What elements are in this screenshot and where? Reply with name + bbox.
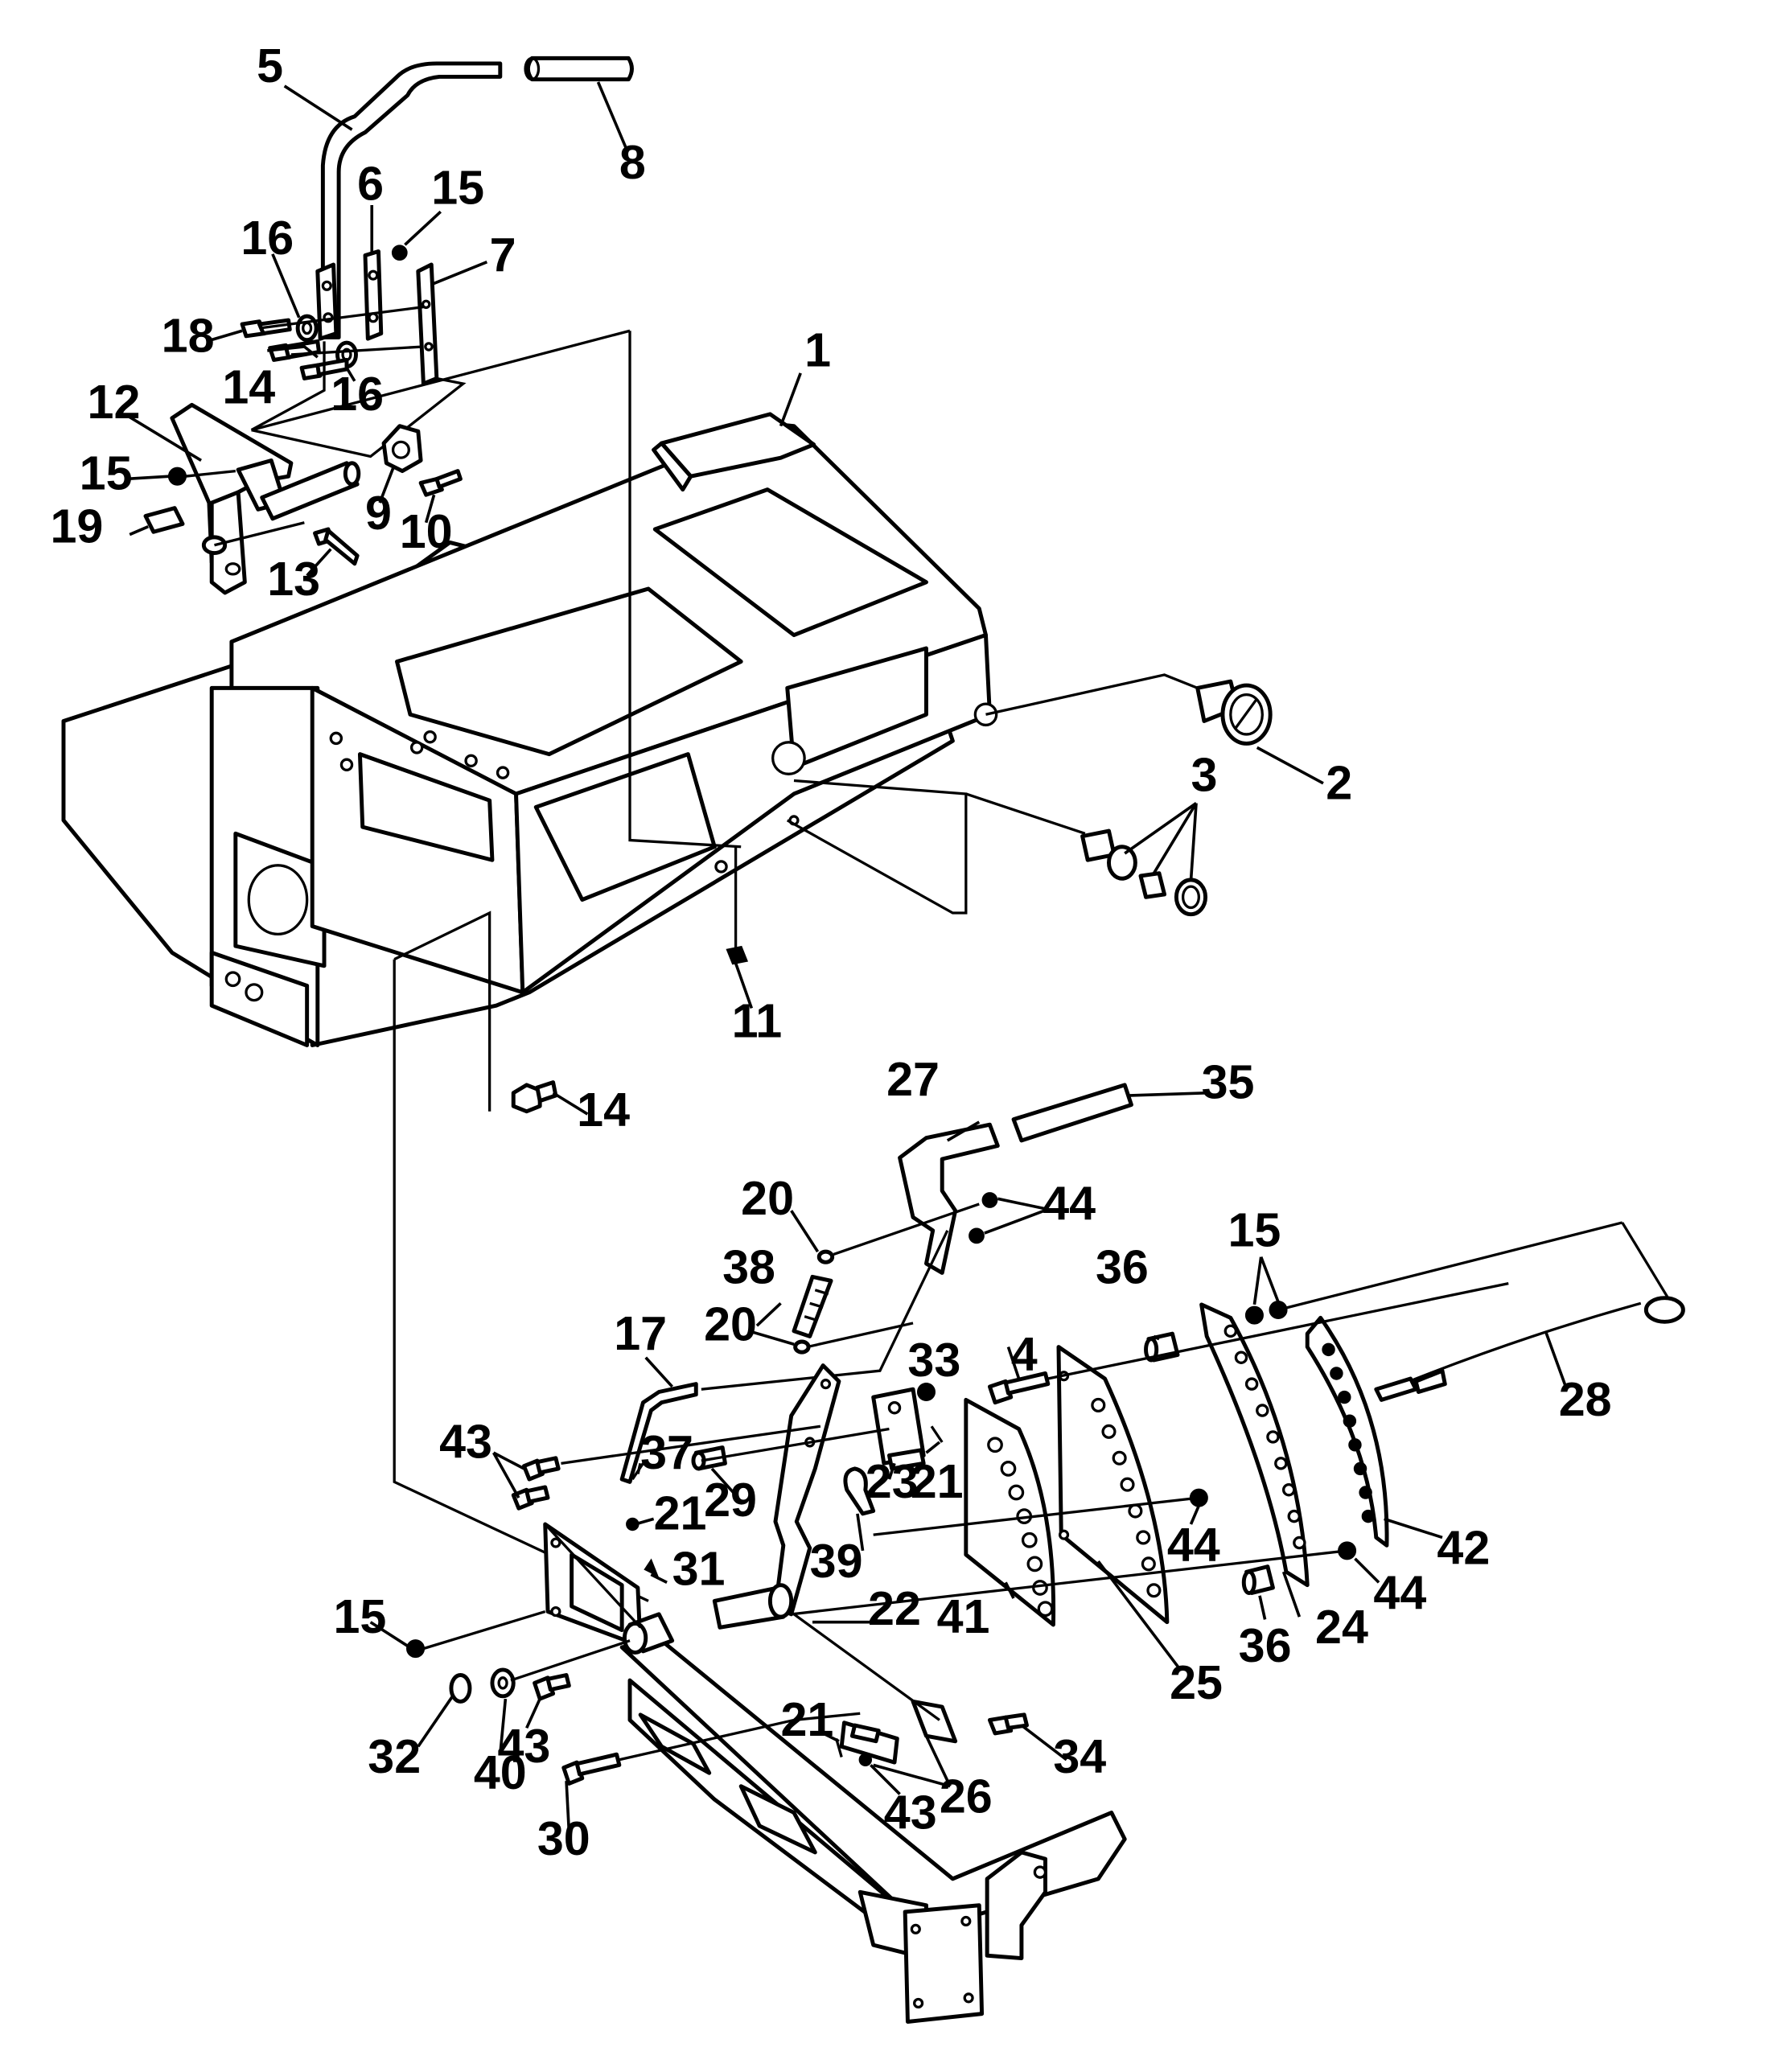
callout-2: 2	[1326, 756, 1352, 810]
callout-10: 10	[400, 504, 453, 558]
callout-13: 13	[267, 552, 320, 606]
callout-34: 34	[1053, 1729, 1106, 1783]
callout-labels: 1 2 3 4 5 6 7 8 9 10 11 12 13 14 14 15 1…	[50, 39, 1611, 1865]
callout-44-plate: 44	[1167, 1518, 1220, 1572]
callout-15-plates: 15	[1228, 1203, 1281, 1257]
plate-42	[1305, 1315, 1389, 1548]
callout-25: 25	[1170, 1655, 1223, 1709]
leader-lines	[125, 81, 1569, 1832]
callout-21-rod: 21	[654, 1486, 707, 1540]
callout-15-left: 15	[80, 446, 133, 500]
callout-20-top: 20	[741, 1171, 794, 1225]
pedal-assembly	[511, 1083, 1133, 1630]
callout-40: 40	[474, 1745, 527, 1799]
callout-8: 8	[619, 135, 646, 189]
callout-38: 38	[722, 1240, 775, 1294]
callout-24: 24	[1315, 1600, 1368, 1654]
callout-27: 27	[886, 1052, 940, 1106]
callout-14-upper: 14	[222, 360, 275, 414]
callout-36-lower: 36	[1239, 1618, 1292, 1672]
handle-assembly	[240, 56, 634, 458]
pivot-assembly	[143, 402, 463, 595]
callout-41: 41	[937, 1589, 990, 1643]
adjustment-plates	[791, 1221, 1685, 1627]
callout-21-lower: 21	[781, 1692, 834, 1746]
main-frame	[61, 329, 1199, 1602]
callout-20-bottom: 20	[704, 1297, 757, 1350]
callout-14-lower: 14	[577, 1083, 630, 1137]
callout-7: 7	[490, 228, 516, 282]
plate-25	[1056, 1345, 1170, 1625]
handle-tube	[320, 61, 503, 339]
callout-43-plate: 43	[884, 1785, 937, 1839]
callout-19: 19	[50, 499, 103, 553]
callout-35: 35	[1202, 1054, 1255, 1108]
callout-4: 4	[1011, 1327, 1038, 1381]
callout-15-top: 15	[431, 160, 484, 214]
callout-31: 31	[672, 1542, 726, 1596]
callout-44-pedal: 44	[1043, 1177, 1096, 1231]
callout-30: 30	[537, 1811, 590, 1865]
callout-26: 26	[940, 1770, 993, 1823]
callout-11: 11	[732, 994, 783, 1048]
callout-22: 22	[868, 1581, 921, 1635]
handle-bracket	[363, 249, 384, 341]
lower-rail	[406, 1522, 1127, 2024]
callout-16-lower: 16	[331, 367, 384, 421]
handle-grip	[525, 56, 634, 82]
callout-28: 28	[1559, 1372, 1612, 1426]
callout-43-upper: 43	[439, 1415, 492, 1469]
pedal-pad	[1011, 1083, 1133, 1143]
callout-43-rail: 43	[497, 1719, 550, 1773]
callout-18: 18	[162, 309, 215, 363]
spring	[792, 1274, 833, 1338]
linkage-rod	[619, 1382, 698, 1484]
callout-16-upper: 16	[241, 211, 294, 265]
callout-32: 32	[368, 1729, 421, 1783]
callout-21-bracket: 21	[911, 1454, 964, 1508]
callout-36-upper: 36	[1096, 1240, 1149, 1294]
callout-42: 42	[1437, 1520, 1490, 1574]
callout-6: 6	[357, 156, 384, 210]
pedal-arm	[898, 1122, 1000, 1275]
callout-5: 5	[257, 39, 283, 92]
callout-3: 3	[1191, 748, 1217, 802]
callout-33: 33	[907, 1333, 960, 1387]
lever-arm	[773, 1363, 841, 1617]
callout-15-rail: 15	[334, 1589, 387, 1643]
callout-1: 1	[804, 323, 831, 377]
callout-17: 17	[614, 1306, 667, 1360]
callout-12: 12	[88, 375, 141, 429]
cable	[1402, 1301, 1642, 1386]
switch-parts	[511, 679, 1273, 1114]
pivot-shaft	[260, 461, 360, 521]
callout-9: 9	[365, 486, 392, 540]
callout-29: 29	[704, 1473, 757, 1527]
callout-23: 23	[866, 1454, 919, 1508]
callout-44-right: 44	[1373, 1565, 1426, 1619]
plate-24	[1199, 1302, 1310, 1588]
callout-39: 39	[810, 1534, 863, 1588]
callout-37: 37	[640, 1425, 693, 1479]
